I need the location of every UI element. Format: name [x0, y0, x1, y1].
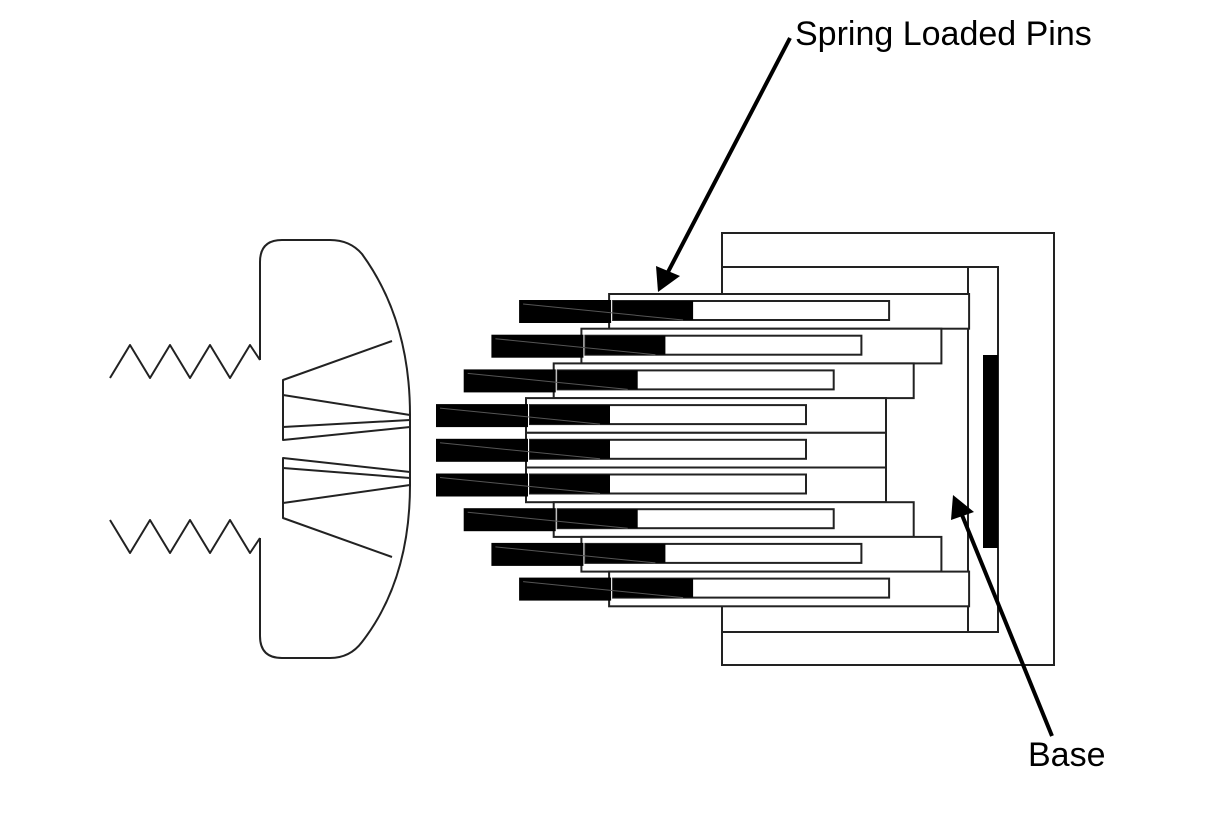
object-contour-lower: [282, 457, 411, 558]
pin-hatch: [467, 511, 628, 529]
arrows: [656, 37, 1054, 737]
object-contour-line: [282, 484, 411, 504]
pin-hatch: [467, 372, 628, 390]
object-contour-line: [282, 419, 411, 428]
pins-arrowhead: [656, 266, 680, 292]
object-contour-line: [282, 467, 411, 479]
zigzag-bottom: [109, 519, 261, 554]
spring-loaded-pins-label: Spring Loaded Pins: [795, 15, 1092, 53]
object-contour-line: [282, 394, 411, 416]
base-arrowhead: [951, 495, 974, 520]
base-arrow-shaft: [960, 514, 1054, 737]
pin-hatch: [495, 338, 656, 356]
object-contour-upper: [282, 340, 411, 441]
object-surface: [109, 239, 411, 659]
pins-arrow-shaft: [666, 37, 792, 273]
object-outline: [259, 239, 411, 659]
pin-rows: [436, 293, 971, 608]
pin-hatch: [523, 303, 684, 321]
pin-hatch: [439, 407, 601, 425]
pin-hatch: [439, 442, 601, 460]
pin-hatch: [495, 546, 656, 564]
pin-hatch: [439, 477, 601, 494]
base-label: Base: [1028, 736, 1106, 774]
pin-hatch: [523, 581, 684, 599]
base-plate: [983, 355, 998, 548]
zigzag-top: [109, 344, 261, 379]
